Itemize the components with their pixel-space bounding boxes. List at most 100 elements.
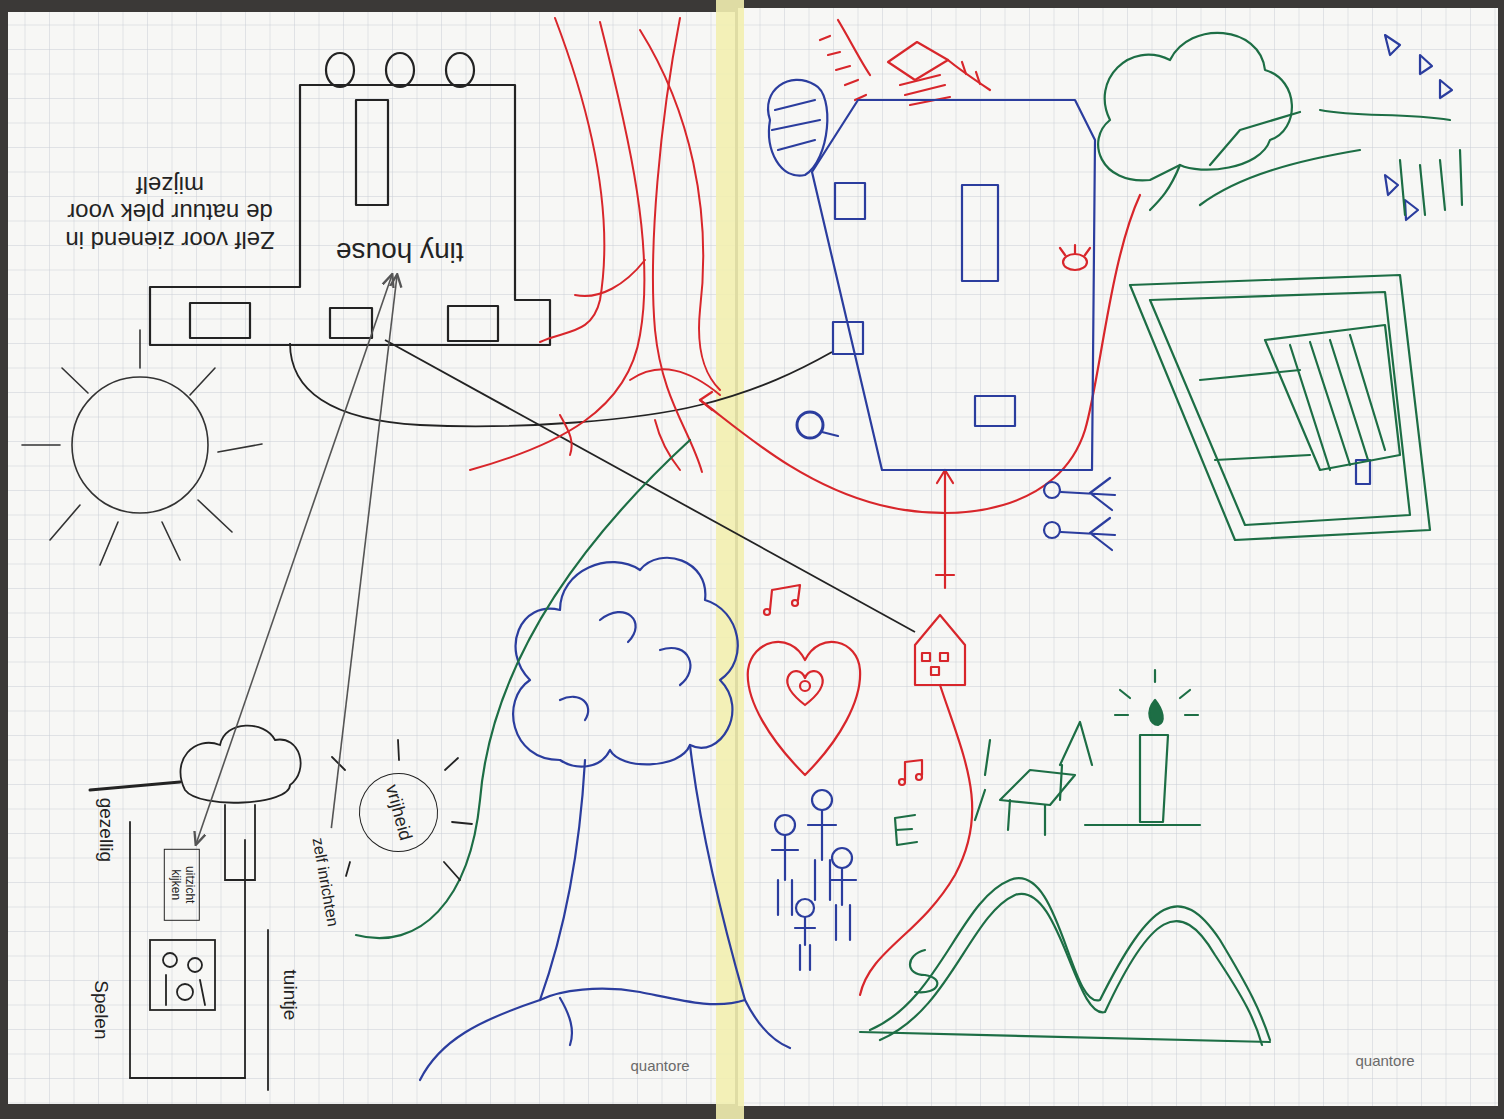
garden-house-drawing-stroke [332, 740, 472, 880]
blue-drawing-stroke [812, 790, 832, 810]
red-drawing-stroke [787, 671, 822, 705]
blue-drawing-stroke [745, 1000, 790, 1048]
handwritten-note: Spelen [89, 980, 111, 1039]
green-drawing-stroke [975, 740, 990, 820]
blue-drawing-stroke [797, 412, 823, 438]
blue-drawing-stroke [822, 432, 838, 436]
sun-drawing [22, 330, 262, 565]
root-drawing-stroke [470, 22, 644, 470]
red-drawing-stroke [936, 574, 954, 576]
garden-house-drawing-stroke [180, 726, 300, 803]
paper-sheet-stroke [738, 8, 1498, 1106]
blue-drawing-stroke [540, 989, 745, 1004]
garden-house-drawing-stroke [267, 930, 269, 1090]
garden-house-drawing-stroke [244, 840, 246, 1078]
red-drawing-stroke [940, 653, 948, 661]
blue-drawing-stroke [833, 322, 863, 354]
green-drawing-stroke [895, 815, 917, 845]
root-drawing-stroke [640, 30, 720, 390]
red-drawing-stroke [948, 60, 990, 90]
blue-drawing-stroke [832, 848, 852, 868]
blue-drawing-stroke [1385, 35, 1452, 98]
tiny-house-drawing-stroke [446, 53, 474, 87]
tiny-house-drawing-stroke [326, 53, 354, 87]
green-drawing-stroke [1290, 335, 1385, 470]
garden-house-drawing-stroke [225, 805, 255, 880]
sun-drawing-stroke [190, 368, 215, 395]
garden-house-drawing-stroke [129, 822, 131, 1078]
red-drawing-stroke [1063, 254, 1087, 270]
handwritten-note: Zelf voor zienend in de natuur plek voor… [55, 171, 285, 254]
sun-drawing-stroke [50, 505, 80, 540]
blue-drawing [420, 35, 1452, 1080]
tiny-house-drawing-stroke [330, 308, 372, 338]
paper-sheet [8, 0, 1498, 1119]
blue-drawing-stroke [830, 868, 856, 940]
root-drawing-stroke [560, 415, 572, 455]
green-drawing-stroke [1320, 110, 1450, 120]
paper-sheet-stroke [8, 12, 735, 1104]
sun-drawing-stroke [62, 368, 88, 393]
ink-line-stroke [290, 343, 832, 426]
sun-drawing-stroke [22, 444, 60, 446]
red-drawing-stroke [922, 653, 930, 661]
root-drawing-stroke [575, 260, 645, 296]
red-drawing-stroke [944, 470, 946, 588]
green-drawing-stroke [1060, 722, 1092, 800]
sun-drawing-stroke [218, 444, 262, 452]
blue-drawing-stroke [420, 1000, 540, 1080]
blue-drawing-stroke [690, 745, 745, 1000]
green-drawing-stroke [1150, 165, 1180, 210]
green-drawing-stroke [1265, 325, 1400, 470]
red-drawing-stroke [905, 760, 922, 780]
blue-drawing-stroke [775, 815, 795, 835]
root-drawing-stroke [630, 369, 720, 395]
red-drawing-stroke [931, 667, 939, 675]
blue-drawing-stroke [812, 100, 1095, 470]
red-drawing-stroke [820, 36, 866, 100]
tiny-house-drawing-stroke [356, 100, 388, 205]
tiny-house-drawing-stroke [386, 53, 414, 87]
node-text: zelf inrichten [308, 836, 342, 928]
handwritten-note: tuintje [279, 970, 301, 1021]
red-drawing-stroke [764, 609, 770, 615]
red-drawing-stroke [860, 685, 972, 995]
garden-house-drawing-stroke [150, 940, 215, 1010]
garden-house-drawing-stroke [177, 984, 193, 1000]
green-drawing-stroke [1200, 150, 1360, 205]
red-drawing-stroke [748, 642, 860, 775]
green-drawing-stroke [1085, 824, 1200, 826]
node-text: tiny house [336, 236, 464, 268]
garden-house-drawing [90, 726, 472, 1090]
garden-house-drawing-stroke [90, 782, 180, 790]
green-drawing-stroke [1210, 112, 1300, 165]
blue-drawing-stroke [513, 558, 738, 767]
red-drawing-stroke [800, 681, 810, 691]
green-drawing-stroke [880, 894, 1262, 1045]
blue-drawing-stroke [795, 917, 815, 970]
green-drawing-stroke [356, 440, 690, 938]
green-drawing-stroke [1008, 800, 1045, 835]
blue-drawing-stroke [772, 100, 820, 150]
blue-drawing-stroke [1061, 478, 1115, 510]
sun-drawing-stroke [100, 522, 118, 565]
paper-sheet-stroke [716, 0, 744, 1119]
paper-sheet-stroke [8, 12, 735, 1104]
sun-drawing-stroke [139, 330, 141, 368]
garden-house-drawing-stroke [163, 953, 177, 967]
red-drawing-stroke [937, 470, 953, 483]
red-drawing-stroke [915, 615, 965, 685]
freedom-circle: vrijheid [350, 764, 447, 861]
paper-sheet-stroke [738, 8, 1498, 1106]
arrow-connector [331, 274, 397, 828]
blue-drawing-stroke [560, 697, 588, 720]
green-drawing-stroke [1130, 275, 1430, 540]
blue-drawing-stroke [768, 80, 827, 176]
blue-drawing-stroke [975, 396, 1015, 426]
node-text: vrijheid [381, 782, 416, 842]
green-drawing [356, 33, 1462, 1045]
blue-drawing-stroke [1044, 482, 1060, 498]
root-drawing [470, 18, 720, 472]
